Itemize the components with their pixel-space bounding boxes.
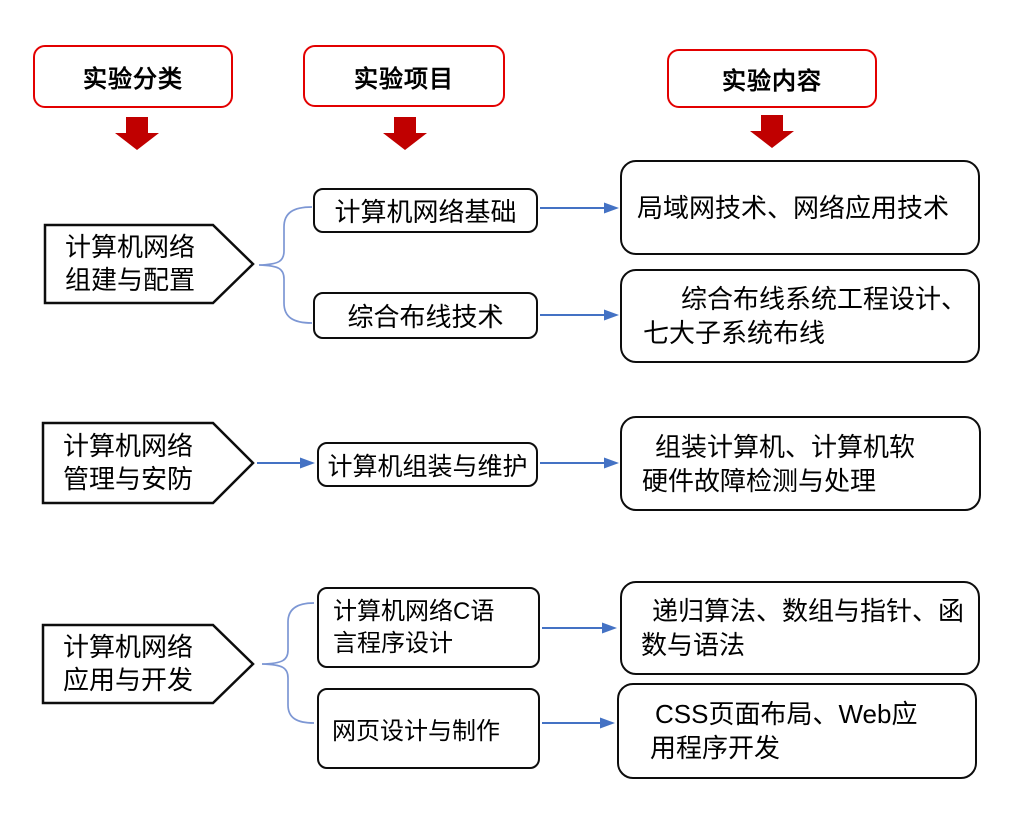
category-pentagon (41, 623, 255, 705)
right-arrow-icon (540, 202, 619, 214)
project-label: 网页设计与制作 (332, 718, 500, 745)
content-box: 综合布线系统工程设计、 七大子系统布线 (620, 269, 980, 363)
content-label: 组装计算机、计算机软 硬件故障检测与处理 (642, 431, 916, 496)
category-label: 计算机网络 管理与安防 (62, 431, 193, 494)
right-arrow-icon (540, 457, 619, 469)
category-pentagon (43, 223, 255, 305)
content-label: 综合布线系统工程设计、 七大子系统布线 (643, 284, 968, 348)
content-label: 递归算法、数组与指针、函 数与语法 (641, 596, 965, 660)
project-box: 计算机网络C语 言程序设计 (317, 587, 540, 668)
project-label: 计算机网络C语 言程序设计 (333, 597, 495, 657)
project-box: 综合布线技术 (313, 292, 538, 339)
project-label: 综合布线技术 (347, 302, 504, 332)
down-arrow-icon (115, 117, 159, 150)
content-label: 局域网技术、网络应用技术 (637, 192, 950, 223)
category-label: 计算机网络 应用与开发 (62, 632, 193, 695)
header-label: 实验内容 (722, 68, 822, 95)
project-box: 网页设计与制作 (317, 688, 540, 769)
category-pentagon (41, 421, 255, 505)
header-label: 实验分类 (83, 66, 183, 93)
category-label: 计算机网络 组建与配置 (64, 232, 195, 295)
header-experiment-project: 实验项目 (303, 45, 505, 107)
content-box: 组装计算机、计算机软 硬件故障检测与处理 (620, 416, 981, 511)
right-arrow-icon (542, 717, 615, 729)
header-experiment-content: 实验内容 (667, 49, 877, 108)
content-box: 递归算法、数组与指针、函 数与语法 (620, 581, 980, 675)
right-arrow-icon (540, 309, 619, 321)
project-box: 计算机网络基础 (313, 188, 538, 233)
right-arrow-icon (542, 622, 617, 634)
down-arrow-icon (383, 117, 427, 150)
right-arrow-icon (257, 457, 315, 469)
brace-connector (258, 206, 313, 324)
content-box: 局域网技术、网络应用技术 (620, 160, 980, 255)
header-experiment-category: 实验分类 (33, 45, 233, 108)
header-label: 实验项目 (354, 65, 454, 93)
project-box: 计算机组装与维护 (317, 442, 538, 487)
project-label: 计算机网络基础 (334, 197, 517, 227)
down-arrow-icon (750, 115, 794, 148)
project-label: 计算机组装与维护 (327, 452, 528, 481)
content-box: CSS页面布局、Web应 用程序开发 (617, 683, 977, 779)
content-label: CSS页面布局、Web应 用程序开发 (650, 699, 918, 763)
brace-connector (261, 602, 315, 724)
